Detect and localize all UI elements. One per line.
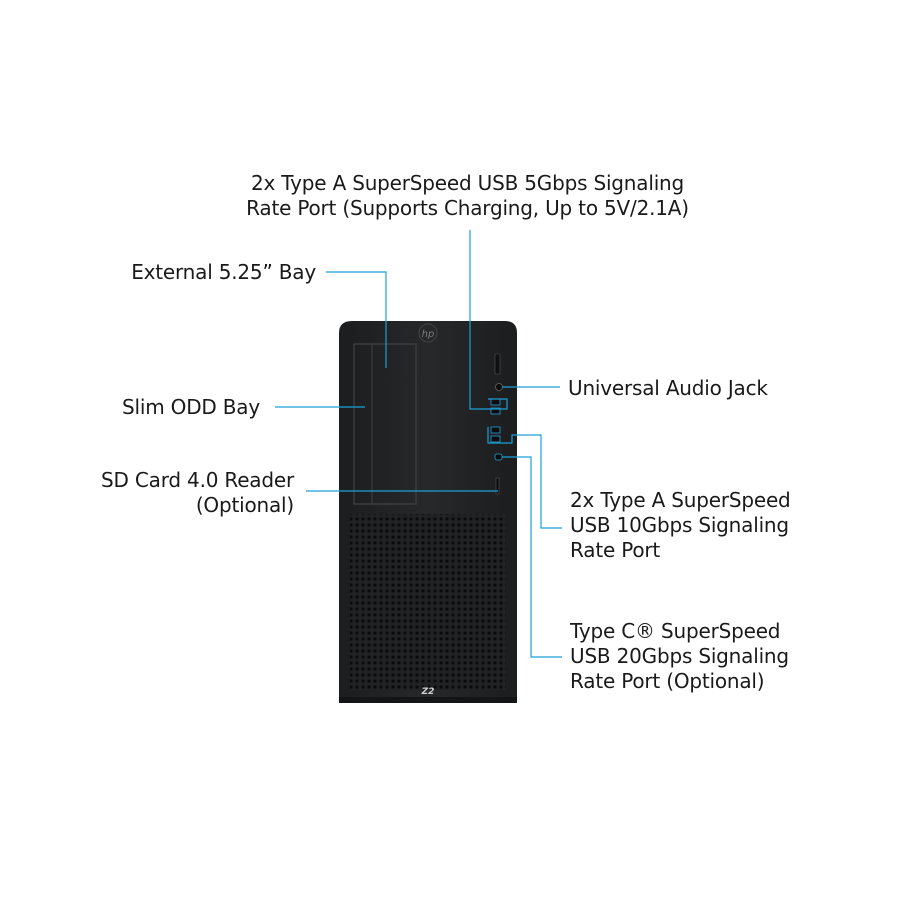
label-external-bay: External 5.25” Bay bbox=[100, 260, 316, 285]
label-sd-card-line-1: SD Card 4.0 Reader bbox=[101, 468, 294, 492]
label-usb-5gbps-line-2: Rate Port (Supports Charging, Up to 5V/2… bbox=[246, 196, 689, 220]
label-usb-10gbps-line-3: Rate Port bbox=[570, 538, 661, 562]
workstation-tower: hp Z2 bbox=[339, 321, 517, 703]
label-usb-10gbps: 2x Type A SuperSpeed USB 10Gbps Signalin… bbox=[570, 488, 791, 563]
usb-c-port-icon bbox=[494, 453, 503, 461]
label-usb-5gbps-line-1: 2x Type A SuperSpeed USB 5Gbps Signaling bbox=[250, 171, 685, 195]
label-external-bay-line-1: External 5.25” Bay bbox=[131, 260, 316, 284]
tower-base bbox=[339, 697, 517, 703]
callout-line-usb-10gbps bbox=[487, 427, 562, 529]
callout-line-external-bay bbox=[326, 271, 387, 368]
label-usb-c-line-3: Rate Port (Optional) bbox=[570, 669, 765, 693]
label-usb-5gbps: 2x Type A SuperSpeed USB 5Gbps Signaling… bbox=[215, 171, 720, 221]
svg-text:hp: hp bbox=[422, 329, 435, 340]
label-sd-card: SD Card 4.0 Reader (Optional) bbox=[80, 468, 294, 518]
label-usb-10gbps-line-1: 2x Type A SuperSpeed bbox=[570, 488, 791, 512]
callout-line-usb-5gbps bbox=[469, 230, 508, 410]
external-bay-outline bbox=[353, 343, 417, 505]
hp-logo-icon: hp bbox=[418, 323, 438, 343]
label-slim-odd: Slim ODD Bay bbox=[100, 395, 260, 420]
audio-jack-icon bbox=[495, 383, 503, 391]
label-audio-jack-line-1: Universal Audio Jack bbox=[568, 376, 768, 400]
callout-lines bbox=[275, 230, 562, 658]
label-usb-c: Type C® SuperSpeed USB 20Gbps Signaling … bbox=[570, 619, 789, 694]
usb-a-10gbps-ports-icon bbox=[490, 426, 501, 443]
label-audio-jack: Universal Audio Jack bbox=[568, 376, 768, 401]
z2-badge: Z2 bbox=[421, 687, 435, 697]
label-slim-odd-line-1: Slim ODD Bay bbox=[122, 395, 260, 419]
label-usb-c-line-2: USB 20Gbps Signaling bbox=[570, 644, 789, 668]
callout-line-usb-c bbox=[502, 456, 562, 658]
label-usb-10gbps-line-2: USB 10Gbps Signaling bbox=[570, 513, 789, 537]
label-usb-c-line-1: Type C® SuperSpeed bbox=[570, 619, 781, 643]
label-sd-card-line-2: (Optional) bbox=[195, 493, 294, 517]
power-button-icon bbox=[494, 353, 501, 375]
front-mesh-grille bbox=[350, 514, 506, 690]
sd-card-slot-icon bbox=[495, 477, 500, 495]
